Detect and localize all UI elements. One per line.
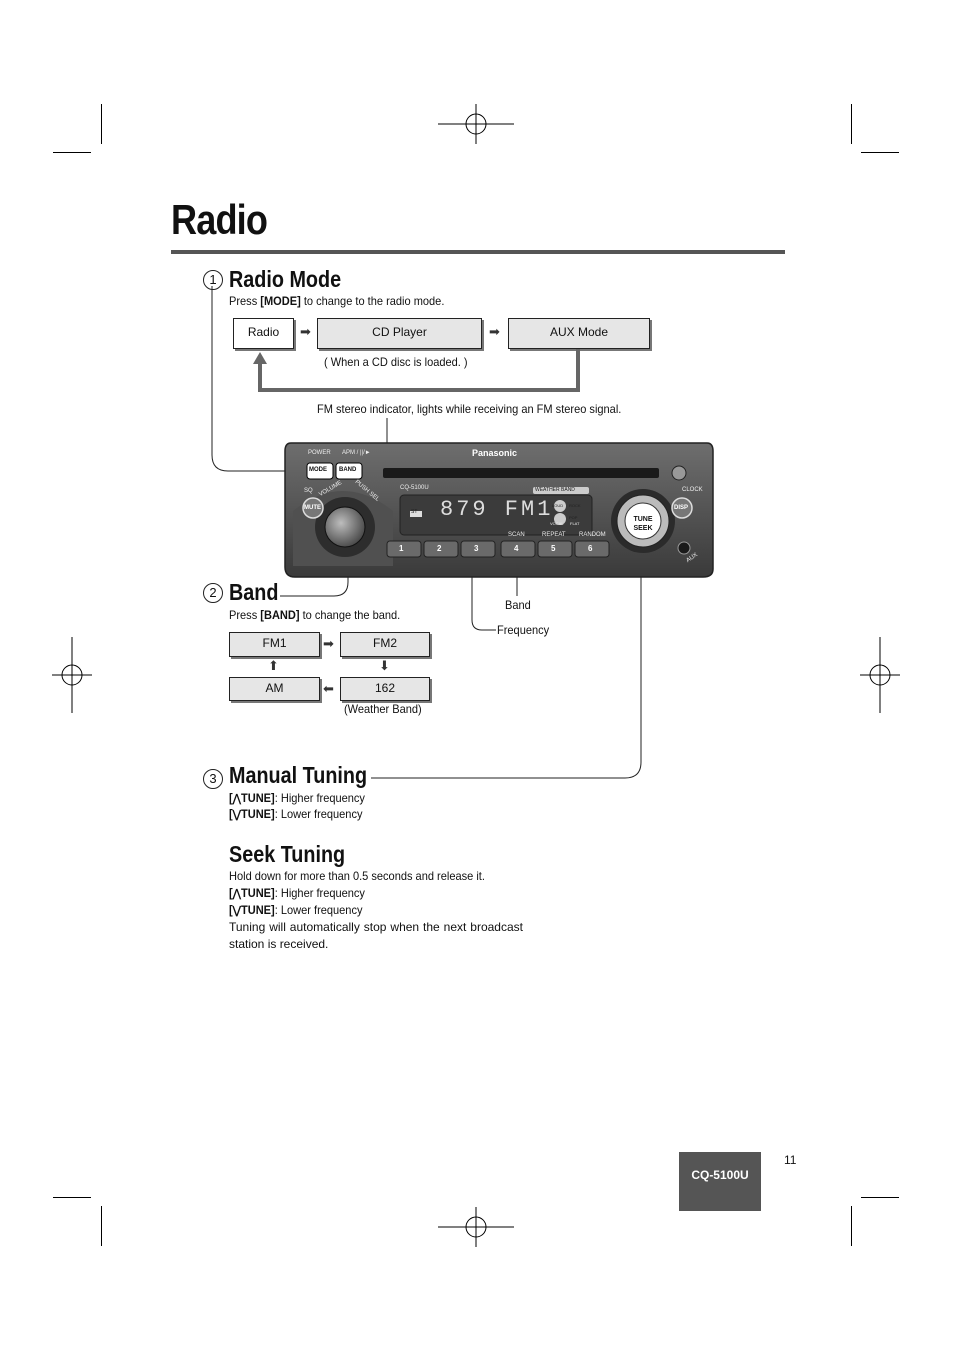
preset-button-6[interactable]: 6 — [588, 544, 593, 553]
band-fm1-box: FM1 — [229, 632, 320, 657]
band-weather-box: 162 — [340, 677, 430, 701]
title-rule — [171, 250, 785, 254]
flow-radio-box: Radio — [233, 318, 294, 349]
crop-mark — [53, 1197, 91, 1198]
band-fm2-box: FM2 — [340, 632, 430, 657]
model-tab: CQ-5100U — [679, 1152, 761, 1211]
manual-tune-down: [⋁TUNE]: Lower frequency — [229, 807, 363, 821]
page-number: 11 — [784, 1153, 797, 1167]
weather-band-label: WEATHER BAND — [535, 487, 575, 493]
fm-indicator-note: FM stereo indicator, lights while receiv… — [317, 402, 622, 416]
frequency-callout-label: Frequency — [497, 623, 550, 637]
crop-mark — [101, 1206, 102, 1246]
eq-button-flat[interactable]: FLAT — [570, 521, 580, 526]
tune-down-icon: ⋁ — [232, 905, 241, 917]
eq-button-vocal[interactable]: VOCAL — [550, 521, 564, 526]
clock-label: CLOCK — [682, 487, 703, 493]
manual-tune-up: [⋀TUNE]: Higher frequency — [229, 791, 365, 805]
arrow-down-icon: ⬇ — [379, 658, 390, 673]
arrow-up-icon: ⬆ — [268, 658, 279, 673]
seek-tune-up: [⋀TUNE]: Higher frequency — [229, 886, 365, 900]
crop-mark — [101, 104, 102, 144]
radio-mode-heading: Radio Mode — [229, 266, 342, 292]
crop-mark — [53, 152, 91, 153]
car-stereo-illustration — [284, 442, 714, 578]
preset-button-4[interactable]: 4 — [514, 544, 519, 553]
arrow-right-icon: ➡ — [323, 636, 334, 651]
apm-label: APM / ||/► — [342, 450, 371, 456]
section-number-3: 3 — [203, 769, 223, 789]
band-instruction: Press [BAND] to change the band. — [229, 608, 401, 622]
section-number-1: 1 — [203, 270, 223, 290]
crop-mark — [861, 152, 899, 153]
preset-button-3[interactable]: 3 — [474, 544, 479, 553]
arrow-left-icon: ⬅ — [323, 681, 334, 696]
stereo-indicator: ST — [411, 509, 418, 515]
manual-tuning-heading: Manual Tuning — [229, 762, 368, 788]
flow-aux-mode-box: AUX Mode — [508, 318, 650, 349]
arrow-right-icon: ➡ — [300, 324, 311, 339]
band-button[interactable]: BAND — [339, 467, 357, 473]
frequency-display: 879 FM1 — [440, 497, 554, 522]
mode-button[interactable]: MODE — [309, 467, 327, 473]
page-title: Radio — [171, 196, 268, 243]
power-label: POWER — [308, 450, 331, 456]
seek-tune-down: [⋁TUNE]: Lower frequency — [229, 903, 363, 917]
tune-up-icon: ⋀ — [232, 888, 241, 900]
seek-intro: Hold down for more than 0.5 seconds and … — [229, 869, 485, 883]
seek-note: Tuning will automatically stop when the … — [229, 920, 523, 951]
tune-up-icon: ⋀ — [232, 793, 241, 805]
crop-mark — [861, 1197, 899, 1198]
scan-label: SCAN — [508, 532, 525, 538]
radio-mode-instruction: Press [MODE] to change to the radio mode… — [229, 294, 445, 308]
crop-mark — [851, 104, 852, 144]
repeat-label: REPEAT — [542, 532, 566, 538]
cd-loaded-note: ( When a CD disc is loaded. ) — [324, 355, 468, 369]
brand-logo: Panasonic — [472, 448, 518, 458]
random-label: RANDOM — [579, 532, 606, 538]
preset-button-5[interactable]: 5 — [551, 544, 556, 553]
mute-button[interactable]: MUTE — [304, 505, 321, 511]
sq-label: SQ — [304, 488, 313, 494]
preset-button-2[interactable]: 2 — [437, 544, 442, 553]
band-callout-label: Band — [505, 598, 531, 612]
eq-button-pop[interactable]: POP — [569, 515, 578, 520]
band-heading: Band — [229, 579, 279, 605]
tune-seek-button[interactable]: TUNE SEEK — [633, 516, 653, 532]
disp-button[interactable]: DISP — [674, 505, 689, 511]
model-label: CQ-5100U — [400, 485, 429, 491]
flow-cd-player-box: CD Player — [317, 318, 482, 349]
eq-button-loud[interactable]: LOUD — [552, 503, 564, 508]
section-number-2: 2 — [203, 583, 223, 603]
crop-mark — [851, 1206, 852, 1246]
band-am-box: AM — [229, 677, 320, 701]
eq-button-rock[interactable]: ROCK — [569, 503, 581, 508]
preset-button-1[interactable]: 1 — [399, 544, 404, 553]
seek-tuning-heading: Seek Tuning — [229, 841, 346, 867]
weather-band-note: (Weather Band) — [344, 702, 422, 716]
tune-down-icon: ⋁ — [232, 809, 241, 821]
arrow-right-icon: ➡ — [489, 324, 500, 339]
